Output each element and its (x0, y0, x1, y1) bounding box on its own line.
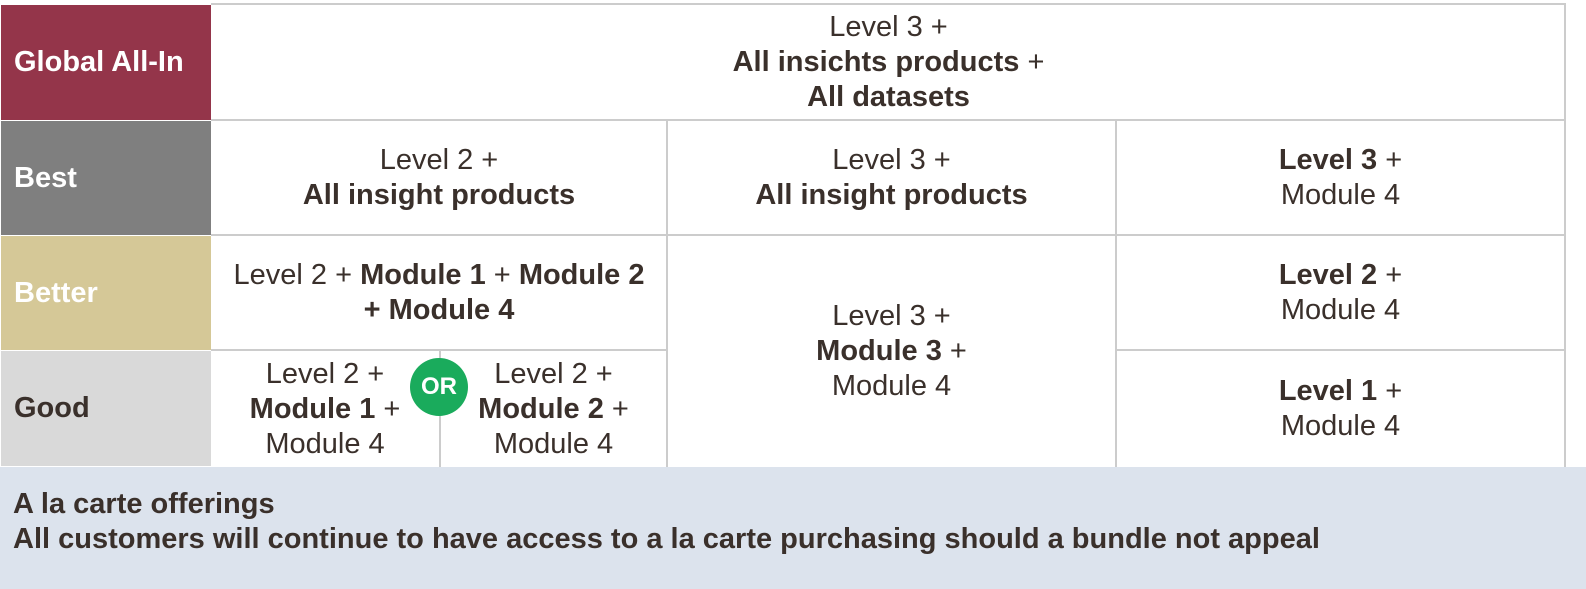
best-col1-cell: Level 2 + All insight products (211, 121, 667, 234)
row-label-text: Global All-In (14, 46, 184, 78)
a-la-carte-footer: A la carte offerings All customers will … (0, 467, 1586, 589)
cell-line: Module 4 (493, 427, 614, 460)
grid-line-col1 (666, 119, 668, 467)
cell-line: Level 3 + (829, 10, 948, 43)
grid-line-row2 (211, 234, 1566, 236)
cell-line: Module 1 + (249, 392, 401, 425)
cell-line: Module 4 (1280, 293, 1401, 326)
cell-line: Level 3 + (1278, 143, 1403, 176)
or-badge: OR (410, 358, 468, 416)
cell-line: All insight products (302, 178, 576, 211)
best-col2-cell: Level 3 + All insight products (668, 121, 1115, 234)
cell-line: Level 3 + (832, 300, 951, 332)
grid-line-col2 (1115, 119, 1117, 467)
cell-line: Level 2 + (1278, 258, 1403, 291)
row-label-good: Good (1, 351, 211, 466)
cell-line: + Module 4 (363, 293, 515, 326)
grid-line-row3-right (1116, 349, 1566, 351)
cell-line: Module 4 (831, 370, 952, 402)
row-label-text: Best (14, 161, 77, 194)
cell-line: Level 1 + (1278, 375, 1403, 407)
cell-line: Module 4 (1280, 178, 1401, 211)
cell-line: Level 2 + Module 1 + Module 2 (233, 258, 645, 291)
good-option-a-cell: Level 2 + Module 1 + Module 4 (211, 351, 439, 467)
grid-line-right (1564, 3, 1566, 467)
grid-line-top (211, 3, 1566, 5)
better-col3-cell: Level 2 + Module 4 (1117, 236, 1564, 349)
cell-line: All insight products (755, 178, 1028, 211)
cell-line: Level 3 + (832, 143, 951, 176)
grid-line-row1 (211, 119, 1566, 121)
cell-line: Module 4 (265, 427, 385, 460)
row-label-best: Best (1, 121, 211, 235)
row-label-better: Better (1, 236, 211, 350)
row-label-text: Better (14, 276, 98, 309)
footer-title: A la carte offerings (13, 488, 275, 520)
cell-line: Module 4 (1280, 410, 1401, 442)
global-all-in-cell: Level 3 + All insichts products + All da… (211, 5, 1566, 119)
row-label-text: Good (14, 392, 90, 424)
good-option-b-cell: Level 2 + Module 2 + Module 4 (441, 351, 666, 467)
better-good-col2-cell: Level 3 + Module 3 + Module 4 (668, 236, 1115, 467)
cell-line: Level 2 + (379, 143, 499, 176)
footer-text: All customers will continue to have acce… (13, 523, 1320, 555)
cell-line: All datasets (807, 80, 970, 113)
cell-line: Module 2 + (478, 392, 629, 425)
cell-line: All insichts products + (732, 45, 1045, 78)
best-col3-cell: Level 3 + Module 4 (1117, 121, 1564, 234)
cell-line: Level 2 + (265, 357, 385, 390)
row-label-global-all-in: Global All-In (1, 5, 211, 120)
cell-line: Module 3 + (816, 335, 967, 367)
good-col3-cell: Level 1 + Module 4 (1117, 351, 1564, 467)
cell-line: Level 2 + (494, 357, 613, 390)
better-col1-cell: Level 2 + Module 1 + Module 2 + Module 4 (211, 236, 667, 349)
